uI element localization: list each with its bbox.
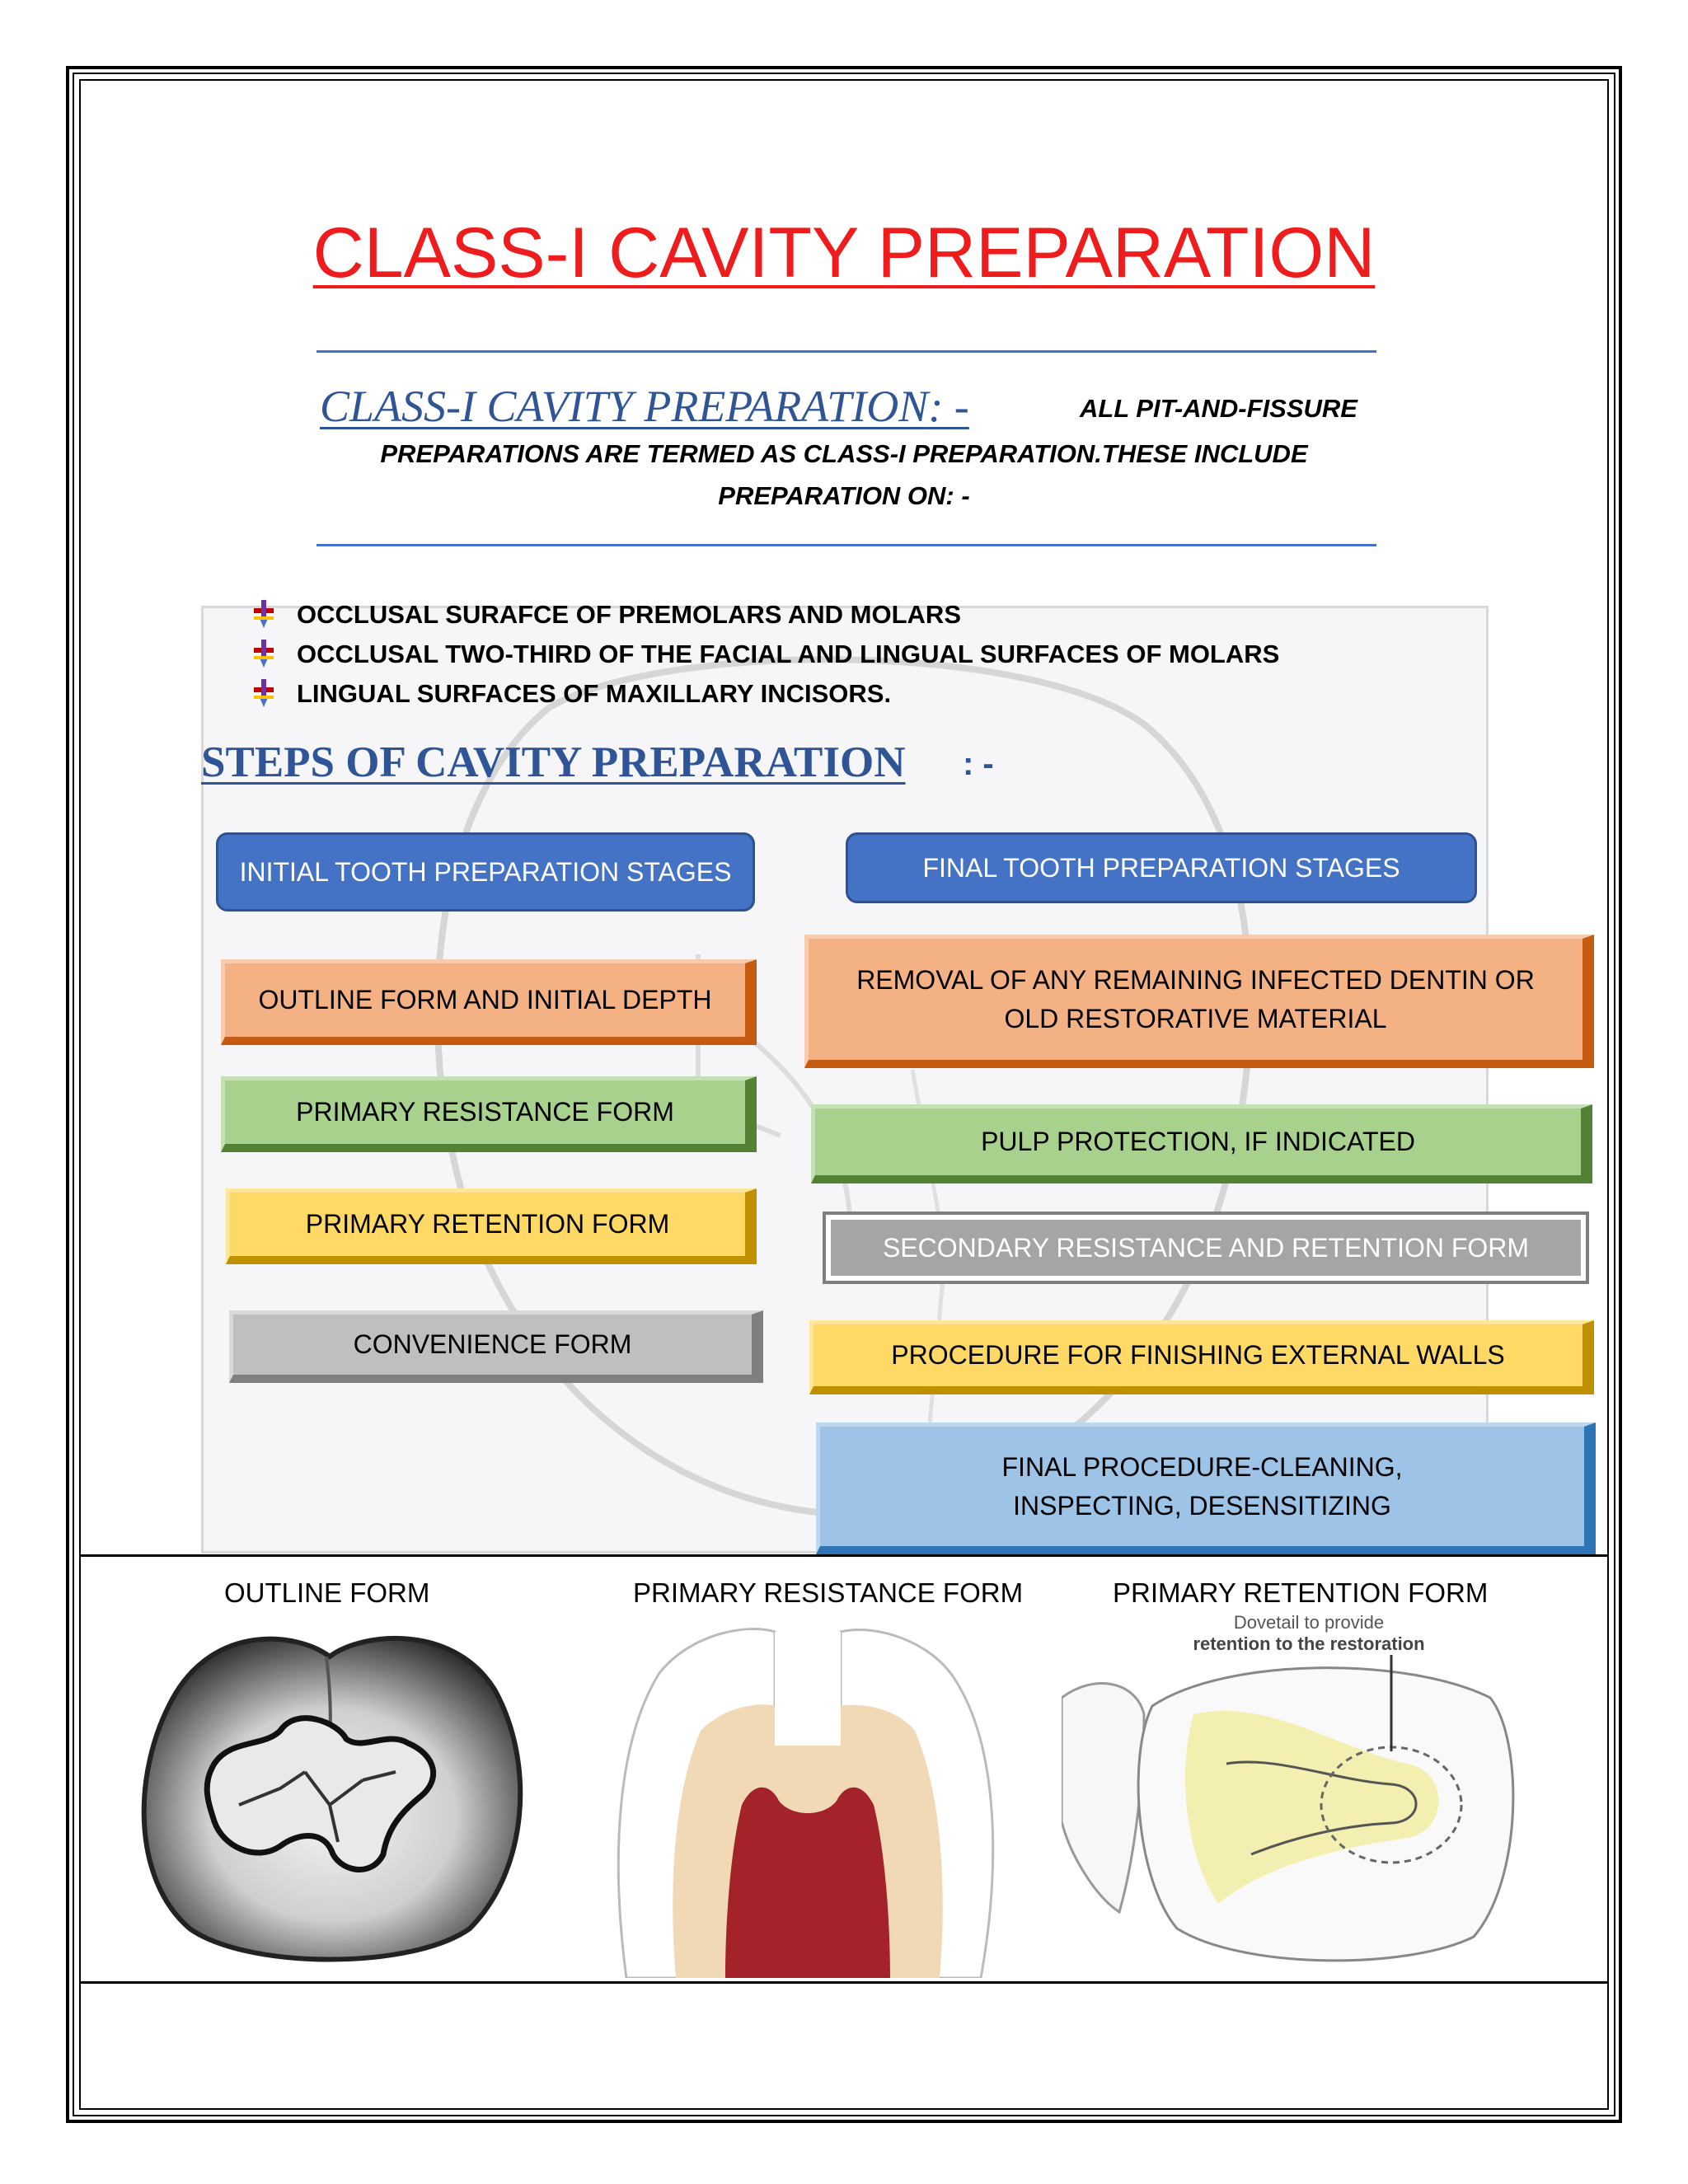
step-secondary-resistance-retention: SECONDARY RESISTANCE AND RETENTION FORM — [826, 1215, 1586, 1281]
primary-retention-form-label: PRIMARY RETENTION FORM — [1113, 1577, 1489, 1608]
list-item: OCCLUSAL SURAFCE OF PREMOLARS AND MOLARS — [247, 595, 1279, 635]
intro-top-rule — [316, 350, 1376, 353]
page-title: CLASS-I CAVITY PREPARATION — [312, 213, 1376, 293]
intro-bottom-rule — [316, 544, 1376, 546]
step-removal-infected-dentin: REMOVAL OF ANY REMAINING INFECTED DENTIN… — [804, 935, 1594, 1068]
bullet-list: OCCLUSAL SURAFCE OF PREMOLARS AND MOLARS… — [247, 595, 1279, 714]
step-primary-retention-form: PRIMARY RETENTION FORM — [226, 1188, 757, 1264]
primary-retention-form-illustration: Dovetail to provide retention to the res… — [1062, 1612, 1515, 1962]
retention-caption-line-1: Dovetail to provide — [1234, 1612, 1384, 1633]
outline-form-illustration — [141, 1635, 523, 1962]
step-finishing-external-walls: PROCEDURE FOR FINISHING EXTERNAL WALLS — [809, 1320, 1594, 1394]
retention-caption-line-2: retention to the restoration — [1193, 1633, 1424, 1654]
final-stages-header: FINAL TOOTH PREPARATION STAGES — [846, 832, 1477, 903]
step-outline-form: OUTLINE FORM AND INITIAL DEPTH — [221, 959, 757, 1045]
step-primary-resistance-form: PRIMARY RESISTANCE FORM — [221, 1076, 757, 1152]
figures-bottom-divider — [79, 1981, 1609, 1984]
step-pulp-protection: PULP PROTECTION, IF INDICATED — [811, 1104, 1592, 1183]
step-final-procedure: FINAL PROCEDURE-CLEANING, INSPECTING, DE… — [816, 1422, 1596, 1554]
intro-heading-text: CLASS-I CAVITY PREPARATION — [320, 382, 929, 431]
page-border-inner — [79, 79, 1609, 2110]
figures-top-divider — [79, 1554, 1609, 1557]
intro-text-line-3: PREPARATION ON: - — [718, 481, 970, 510]
primary-resistance-form-illustration — [617, 1628, 995, 1978]
pushpin-bullet-icon — [247, 598, 297, 631]
pushpin-bullet-icon — [247, 677, 297, 710]
steps-heading: STEPS OF CAVITY PREPARATION — [201, 738, 906, 786]
list-item: OCCLUSAL TWO-THIRD OF THE FACIAL AND LIN… — [247, 635, 1279, 674]
intro-heading-suffix: : - — [928, 382, 969, 431]
initial-stages-header: INITIAL TOOTH PREPARATION STAGES — [216, 832, 755, 912]
intro-text-line-2: PREPARATIONS ARE TERMED AS CLASS-I PREPA… — [380, 439, 1308, 468]
outline-form-label: OUTLINE FORM — [224, 1577, 430, 1608]
steps-heading-suffix: : - — [963, 746, 994, 782]
intro-text-line-1: ALL PIT-AND-FISSURE — [1080, 394, 1357, 423]
page-border-middle — [73, 73, 1615, 2116]
page-border-outer — [66, 66, 1622, 2123]
list-item: LINGUAL SURFACES OF MAXILLARY INCISORS. — [247, 674, 1279, 714]
bullet-text: LINGUAL SURFACES OF MAXILLARY INCISORS. — [297, 679, 892, 708]
bullet-text: OCCLUSAL SURAFCE OF PREMOLARS AND MOLARS — [297, 600, 961, 629]
intro-heading: CLASS-I CAVITY PREPARATION: - — [320, 381, 969, 432]
step-convenience-form: CONVENIENCE FORM — [229, 1310, 763, 1383]
bullet-text: OCCLUSAL TWO-THIRD OF THE FACIAL AND LIN… — [297, 640, 1280, 668]
pushpin-bullet-icon — [247, 638, 297, 671]
primary-resistance-form-label: PRIMARY RESISTANCE FORM — [633, 1577, 1024, 1608]
